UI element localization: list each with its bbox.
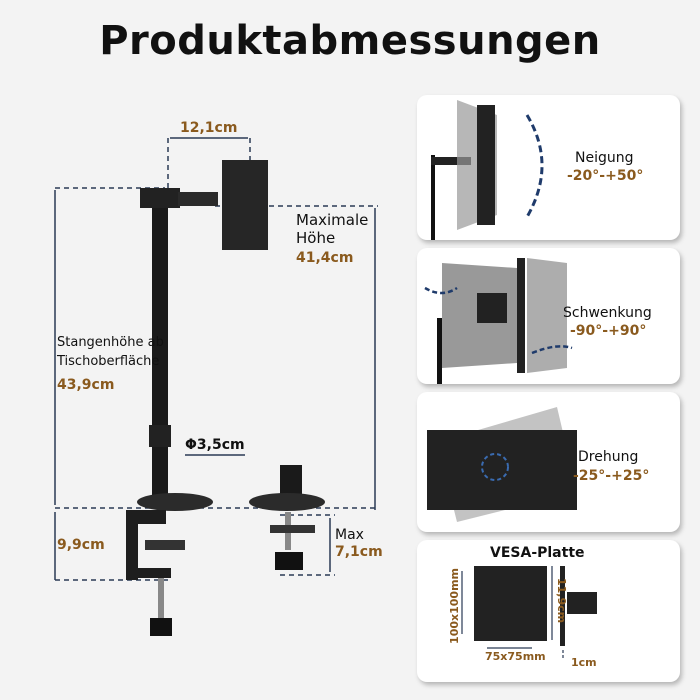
plate-height-value: 11,9cm bbox=[555, 578, 568, 624]
swivel-illustration bbox=[424, 258, 573, 384]
pole-height-value: 43,9cm bbox=[57, 377, 115, 393]
vesa-small-value: 75x75mm bbox=[485, 650, 546, 663]
vesa-size-value: 100x100mm bbox=[448, 568, 461, 644]
vesa-plate-title: VESA-Platte bbox=[490, 545, 585, 561]
rotation-illustration bbox=[427, 407, 577, 522]
pole-height-label: Stangenhöhe ab bbox=[57, 335, 164, 350]
page-title: Produktabmessungen bbox=[99, 18, 601, 64]
clamp-height-value: 9,9cm bbox=[57, 537, 105, 553]
panel-swivel: Schwenkung -90°-+90° bbox=[417, 248, 680, 384]
monitor-mount-illustration bbox=[54, 137, 378, 636]
max-height-label-2: Höhe bbox=[296, 229, 336, 247]
rotation-label: Drehung bbox=[578, 449, 639, 465]
max-height-label: Maximale bbox=[296, 211, 369, 229]
vesa-plate-illustration bbox=[461, 566, 597, 658]
panel-vesa-plate: VESA-Platte 100x100mm 11,9cm 75x75mm 1cm bbox=[417, 540, 680, 682]
tilt-label: Neigung bbox=[575, 150, 634, 166]
pole-height-label-2: Tischoberfläche bbox=[57, 354, 160, 369]
pole-diameter-value: Φ3,5cm bbox=[185, 437, 245, 453]
max-height-value: 41,4cm bbox=[296, 250, 354, 266]
panel-rotation: Drehung -25°-+25° bbox=[417, 392, 680, 532]
tilt-illustration bbox=[431, 100, 544, 240]
tilt-value: -20°-+50° bbox=[567, 168, 644, 184]
rotation-value: -25°-+25° bbox=[573, 468, 650, 484]
arm-width-value: 12,1cm bbox=[180, 120, 238, 136]
swivel-value: -90°-+90° bbox=[570, 323, 647, 339]
plate-depth-value: 1cm bbox=[571, 656, 597, 669]
swivel-label: Schwenkung bbox=[563, 305, 652, 321]
panel-tilt: Neigung -20°-+50° bbox=[417, 95, 680, 240]
grommet-value: 7,1cm bbox=[335, 544, 383, 560]
grommet-max-label: Max bbox=[335, 527, 364, 543]
